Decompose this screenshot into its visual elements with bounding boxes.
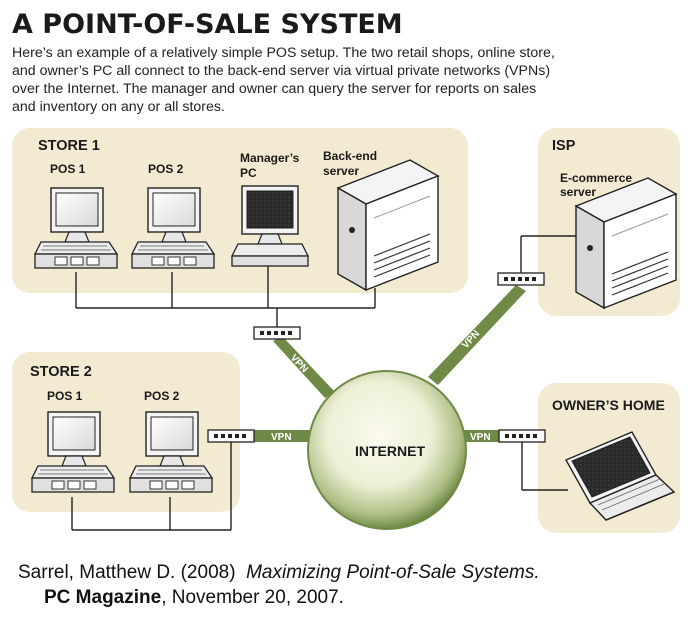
manager-pc: [230, 185, 310, 267]
vpn-tunnel-store2: [254, 430, 316, 442]
intro-line-1: Here’s an example of a relatively simple…: [12, 45, 555, 61]
manager-pc-label-2: PC: [240, 166, 257, 180]
ecommerce-server-label-2: server: [560, 185, 596, 199]
store1-lan-cabling: [75, 262, 376, 327]
isp-label: ISP: [552, 138, 576, 154]
home-router: [498, 429, 546, 443]
store2-pos1-label: POS 1: [47, 389, 83, 403]
store2-router: [207, 429, 255, 443]
citation-date: , November 20, 2007.: [161, 587, 344, 608]
citation-title: Maximizing Point-of-Sale Systems.: [246, 562, 540, 583]
internet-cloud: [307, 370, 467, 530]
vpn-label-store2: VPN: [271, 432, 292, 443]
manager-pc-label-1: Manager’s: [240, 151, 300, 165]
vpn-tunnel-store1: VPN: [273, 337, 335, 398]
vpn-tunnel-isp: VPN: [428, 285, 526, 385]
owner-laptop: [565, 431, 676, 521]
internet-label: INTERNET: [355, 443, 425, 459]
backend-server-label-2: server: [323, 164, 359, 178]
vpn-label-home: VPN: [470, 432, 491, 443]
intro-line-3: over the Internet. The manager and owner…: [12, 81, 536, 97]
backend-server-label-1: Back-end: [323, 149, 377, 163]
citation-line-1: Sarrel, Matthew D. (2008) Maximizing Poi…: [18, 562, 540, 584]
store1-label: STORE 1: [38, 138, 100, 154]
citation-author: Sarrel, Matthew D. (2008): [18, 562, 236, 583]
intro-line-4: and inventory on any or all stores.: [12, 99, 225, 115]
citation-line-2: PC Magazine, November 20, 2007.: [44, 587, 344, 609]
page-title: A POINT-OF-SALE SYSTEM: [12, 9, 403, 40]
isp-router: [497, 272, 545, 286]
store2-pos2-label: POS 2: [144, 389, 180, 403]
store1-pos1-label: POS 1: [50, 162, 86, 176]
intro-line-2: and owner’s PC all connect to the back-e…: [12, 63, 550, 79]
ecommerce-server-label-1: E-commerce: [560, 171, 632, 185]
citation-publication: PC Magazine: [44, 587, 162, 608]
vpn-tunnel-home: [462, 430, 502, 442]
store1-router: [253, 326, 301, 340]
home-label: OWNER’S HOME: [552, 397, 665, 413]
store2-label: STORE 2: [30, 364, 92, 380]
store1-pos2-label: POS 2: [148, 162, 184, 176]
store2-lan-cabling: [71, 442, 232, 531]
